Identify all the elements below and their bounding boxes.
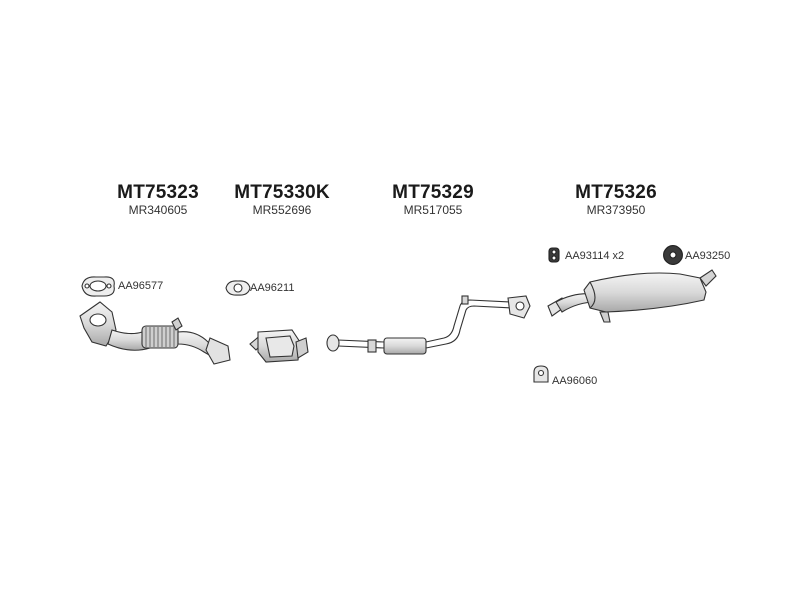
flange-gasket-icon [81, 276, 115, 297]
rubber-hanger-icon [548, 247, 560, 263]
part-code-center-pipe: MT75329 [392, 182, 474, 203]
part-code-front-pipe: MT75323 [117, 182, 199, 203]
accessory-code-rubber-hanger: AA93114 x2 [565, 250, 625, 262]
part-ref-rear-muffler: MR373950 [586, 203, 646, 217]
part-ref-catalytic-converter: MR552696 [252, 203, 312, 217]
part-code-rear-muffler: MT75326 [575, 182, 657, 203]
accessory-code-bracket-clamp: AA96060 [552, 375, 598, 387]
accessory-code-ring-gasket: AA96211 [250, 282, 295, 294]
center-pipe-mt75329 [326, 295, 531, 355]
part-ref-center-pipe: MR517055 [403, 203, 463, 217]
accessory-code-rubber-mount: AA93250 [685, 250, 731, 262]
catalytic-converter-mt75330k [249, 329, 309, 363]
part-code-catalytic-converter: MT75330K [234, 182, 330, 203]
bracket-clamp-icon [533, 365, 549, 383]
front-pipe-mt75323 [79, 301, 231, 365]
rear-muffler-mt75326 [547, 269, 717, 323]
ring-gasket-icon [225, 280, 251, 296]
part-ref-front-pipe: MR340605 [128, 203, 188, 217]
accessory-code-flange-gasket: AA96577 [118, 280, 164, 292]
rubber-mount-icon [663, 245, 683, 265]
